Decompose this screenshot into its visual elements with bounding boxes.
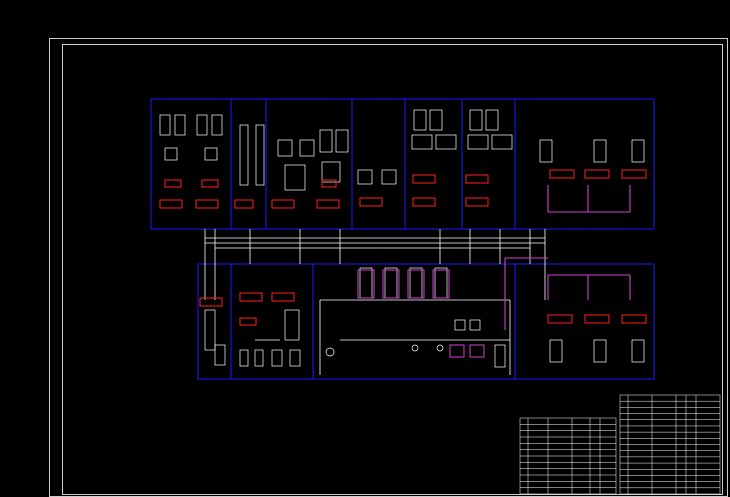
block-lower-3: [312, 263, 516, 380]
main-pipelines: [204, 229, 546, 375]
block-lower-4: [514, 263, 655, 380]
upper-components: [159, 109, 645, 191]
pilot-lines: [504, 185, 631, 330]
block-upper-2: [230, 98, 267, 230]
block-upper-1: [150, 98, 232, 230]
block-lower-1: [197, 263, 232, 380]
lower-components: [204, 267, 645, 368]
valve-symbols: [159, 169, 647, 326]
upper-block-group: [150, 98, 655, 230]
block-upper-3: [265, 98, 353, 230]
inner-frame: [62, 44, 723, 495]
block-upper-5: [404, 98, 463, 230]
block-upper-7: [514, 98, 655, 230]
proportional-valves: [357, 269, 485, 358]
lower-block-group: [197, 263, 655, 380]
title-block: [519, 394, 721, 495]
block-upper-4: [351, 98, 406, 230]
